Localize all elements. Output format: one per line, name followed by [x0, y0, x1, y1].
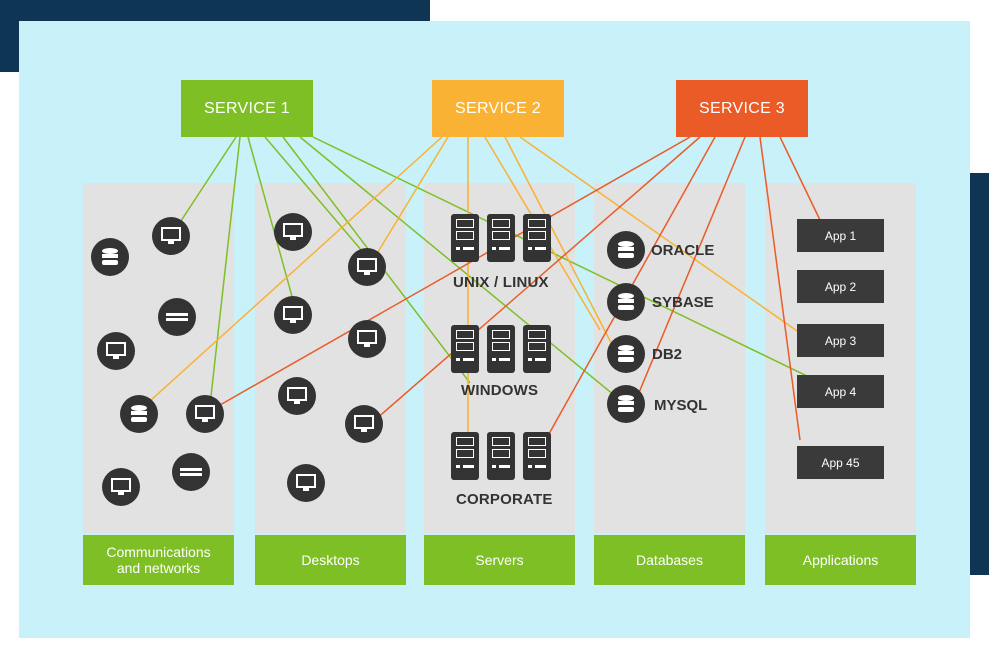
link [264, 136, 369, 259]
database-icon [91, 238, 129, 276]
monitor-icon [274, 213, 312, 251]
corner-decoration-right [969, 173, 989, 575]
server-icon [451, 325, 479, 373]
database-icon [607, 385, 645, 423]
monitor-icon [345, 405, 383, 443]
monitor-icon [348, 320, 386, 358]
database-icon [120, 395, 158, 433]
database-label-sybase: SYBASE [652, 294, 714, 311]
label-databases: Databases [594, 535, 745, 585]
monitor-icon [287, 464, 325, 502]
server-group-unix-label: UNIX / LINUX [453, 274, 549, 291]
server-icon [523, 214, 551, 262]
label-desktops: Desktops [255, 535, 406, 585]
service-1-box: SERVICE 1 [181, 80, 313, 137]
monitor-icon [186, 395, 224, 433]
database-icon [607, 231, 645, 269]
link [247, 136, 294, 301]
database-label-oracle: ORACLE [651, 242, 715, 259]
link [637, 136, 746, 396]
database-icon [607, 335, 645, 373]
monitor-icon [348, 248, 386, 286]
link [759, 136, 801, 441]
server-icon [451, 432, 479, 480]
server-icon [523, 432, 551, 480]
monitor-icon [102, 468, 140, 506]
router-icon [158, 298, 196, 336]
server-icon [451, 214, 479, 262]
database-label-mysql: MYSQL [654, 397, 708, 414]
server-icon [487, 432, 515, 480]
database-icon [607, 283, 645, 321]
database-label-db2: DB2 [652, 346, 683, 363]
link [312, 136, 841, 393]
link [369, 136, 449, 266]
label-servers: Servers [424, 535, 575, 585]
server-icon [487, 214, 515, 262]
link [519, 136, 811, 341]
link [209, 136, 241, 406]
label-applications: Applications [765, 535, 916, 585]
link [219, 136, 691, 406]
service-2-box: SERVICE 2 [432, 80, 564, 137]
server-group-windows-label: WINDOWS [461, 382, 539, 399]
label-communications: Communications and networks [83, 535, 234, 585]
monitor-icon [278, 377, 316, 415]
server-icon [487, 325, 515, 373]
link [139, 136, 443, 411]
app-box-4: App 4 [797, 375, 884, 408]
service-3-box: SERVICE 3 [676, 80, 808, 137]
link [504, 136, 621, 361]
link [174, 136, 237, 231]
link [779, 136, 821, 221]
monitor-icon [97, 332, 135, 370]
router-icon [172, 453, 210, 491]
app-box-3: App 3 [797, 324, 884, 357]
monitor-icon [152, 217, 190, 255]
link [374, 136, 701, 421]
monitor-icon [274, 296, 312, 334]
app-box-45: App 45 [797, 446, 884, 479]
app-box-1: App 1 [797, 219, 884, 252]
server-group-corporate-label: CORPORATE [456, 491, 553, 508]
app-box-2: App 2 [797, 270, 884, 303]
server-icon [523, 325, 551, 373]
